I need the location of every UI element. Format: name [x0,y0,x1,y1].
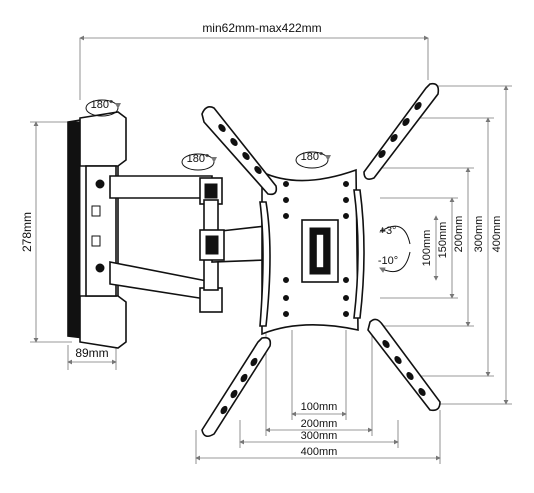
vesa-vertical-label: 150mm [437,222,449,259]
swivel-rotation-icon [181,153,217,171]
center-mount-plate [259,168,365,336]
vesa-horizontal-label: 100mm [301,401,338,413]
tilt-up-label: +3° [380,225,397,237]
tilt-arrow-icon [379,225,411,273]
width-range-label: min62mm-max422mm [202,21,321,35]
vesa-vertical-label: 400mm [491,216,503,253]
vesa-horizontal-label: 200mm [301,418,338,430]
wall-plate [67,111,127,349]
swivel-arms [109,175,267,313]
tilt-down-label: -10° [378,255,398,267]
vesa-horizontal-label: 400mm [301,446,338,458]
vesa-vertical-label: 200mm [453,216,465,253]
swivel-angle-label: 180° [187,153,210,165]
vesa-brackets [201,82,441,438]
height-label: 278mm [20,212,34,252]
swivel-angle-label: 180° [91,99,114,111]
vesa-vertical-label: 100mm [421,230,433,267]
vesa-vertical-label: 300mm [473,216,485,253]
vesa-horizontal-label: 300mm [301,430,338,442]
swivel-rotation-icon [85,99,121,117]
swivel-rotation-icon [295,151,331,169]
depth-label: 89mm [75,346,108,360]
dimension-lines [30,35,512,464]
swivel-angle-label: 180° [301,151,324,163]
